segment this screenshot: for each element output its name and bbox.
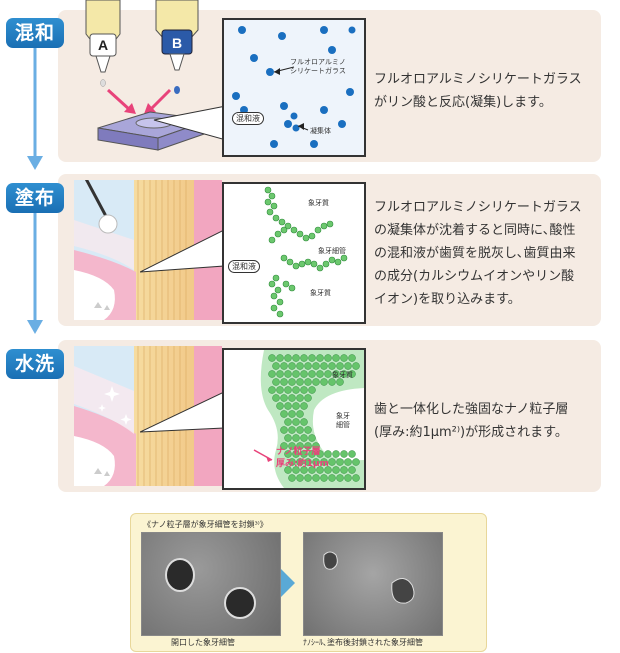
nano-layer-label: ナノ粒子層 — [276, 447, 321, 457]
mixing-illustration: A B — [85, 0, 227, 151]
bottle-a-icon — [85, 0, 121, 87]
sparkle-icon — [98, 386, 132, 425]
open-tubule-icon — [165, 558, 256, 619]
rinse-inset: 象牙質 象牙 細管 ナノ粒子層 厚み:約1µm — [222, 348, 366, 490]
right-image-caption: ﾅﾉｼｰﾙ､塗布後封鎖された象牙細管 — [303, 638, 423, 647]
drop-arrow-left-icon — [106, 88, 136, 114]
sealed-tubule-icon — [323, 551, 415, 604]
comparison-arrow-icon — [281, 569, 295, 597]
application-tooth-illustration — [74, 180, 222, 320]
layer-thickness-label: 厚み:約1µm — [276, 459, 329, 469]
flow-arrow-1 — [27, 46, 43, 170]
glass-label: フルオロアルミノ シリケートガラス — [290, 58, 346, 75]
desc-line: 歯と一体化した強固なナノ粒子層 — [374, 402, 569, 417]
sem-comparison-box: 《ナノ粒子層が象牙細管を封鎖³⁾》 開口した象牙細管 ﾅﾉｼｰﾙ､塗布後封鎖され… — [130, 513, 487, 652]
desc-line: フルオロアルミノシリケートガラス — [374, 200, 582, 215]
desc-line: の成分(カルシウムイオンやリン酸 — [374, 269, 575, 284]
left-image-caption: 開口した象牙細管 — [171, 638, 235, 647]
dentin-bottom-label: 象牙質 — [310, 289, 331, 297]
dentin-label-rinse: 象牙質 — [332, 371, 353, 379]
step-label-mixing: 混和 — [6, 18, 64, 48]
step-label-application: 塗布 — [6, 183, 64, 213]
nano-particle-layer — [253, 350, 364, 488]
bottle-b-label: B — [172, 35, 182, 51]
bottle-a-label: A — [98, 37, 108, 53]
tubule-label: 象牙細管 — [318, 247, 346, 255]
sem-image-open-tubules — [141, 532, 281, 636]
dentin-top-label: 象牙質 — [308, 199, 329, 207]
particle-chains — [264, 186, 348, 318]
mixing-inset: フルオロアルミノ シリケートガラス 混和液 凝集体 — [222, 18, 366, 157]
flow-arrow-2 — [27, 208, 43, 334]
application-description: フルオロアルミノシリケートガラス の凝集体が沈着すると同時に､酸性 の混和液が歯… — [374, 196, 594, 311]
callout-pointer-3 — [140, 391, 225, 433]
sem-image-sealed-tubules — [303, 532, 443, 636]
desc-line: がリン酸と反応(凝集)します。 — [374, 95, 552, 110]
application-inset: 象牙質 象牙細管 象牙質 混和液 — [222, 182, 366, 324]
callout-pointer-2 — [140, 229, 225, 273]
rinse-description: 歯と一体化した強固なナノ粒子層 (厚み:約1µm²⁾)が形成されます。 — [374, 398, 594, 444]
desc-line: の混和液が歯質を脱灰し､歯質由来 — [374, 246, 576, 261]
mixing-description: フルオロアルミノシリケートガラス がリン酸と反応(凝集)します。 — [374, 68, 594, 114]
mix-liquid-label-2: 混和液 — [228, 260, 260, 273]
sem-title: 《ナノ粒子層が象牙細管を封鎖³⁾》 — [143, 520, 268, 529]
desc-line: フルオロアルミノシリケートガラス — [374, 72, 582, 87]
flow-arrows — [27, 46, 43, 334]
drop-arrow-right-icon — [144, 88, 172, 114]
desc-line: の凝集体が沈着すると同時に､酸性 — [374, 223, 576, 238]
applicator-icon — [84, 180, 110, 221]
desc-line: (厚み:約1µm²⁾)が形成されます。 — [374, 425, 568, 440]
desc-line: イオン)を取り込みます。 — [374, 292, 521, 307]
mix-liquid-label: 混和液 — [232, 112, 264, 125]
aggregate-label: 凝集体 — [310, 127, 331, 135]
step-label-rinse: 水洗 — [6, 349, 64, 379]
tubule-label-rinse: 象牙 細管 — [336, 412, 350, 429]
bottle-b-icon — [155, 0, 199, 94]
glass-particles — [224, 20, 364, 155]
